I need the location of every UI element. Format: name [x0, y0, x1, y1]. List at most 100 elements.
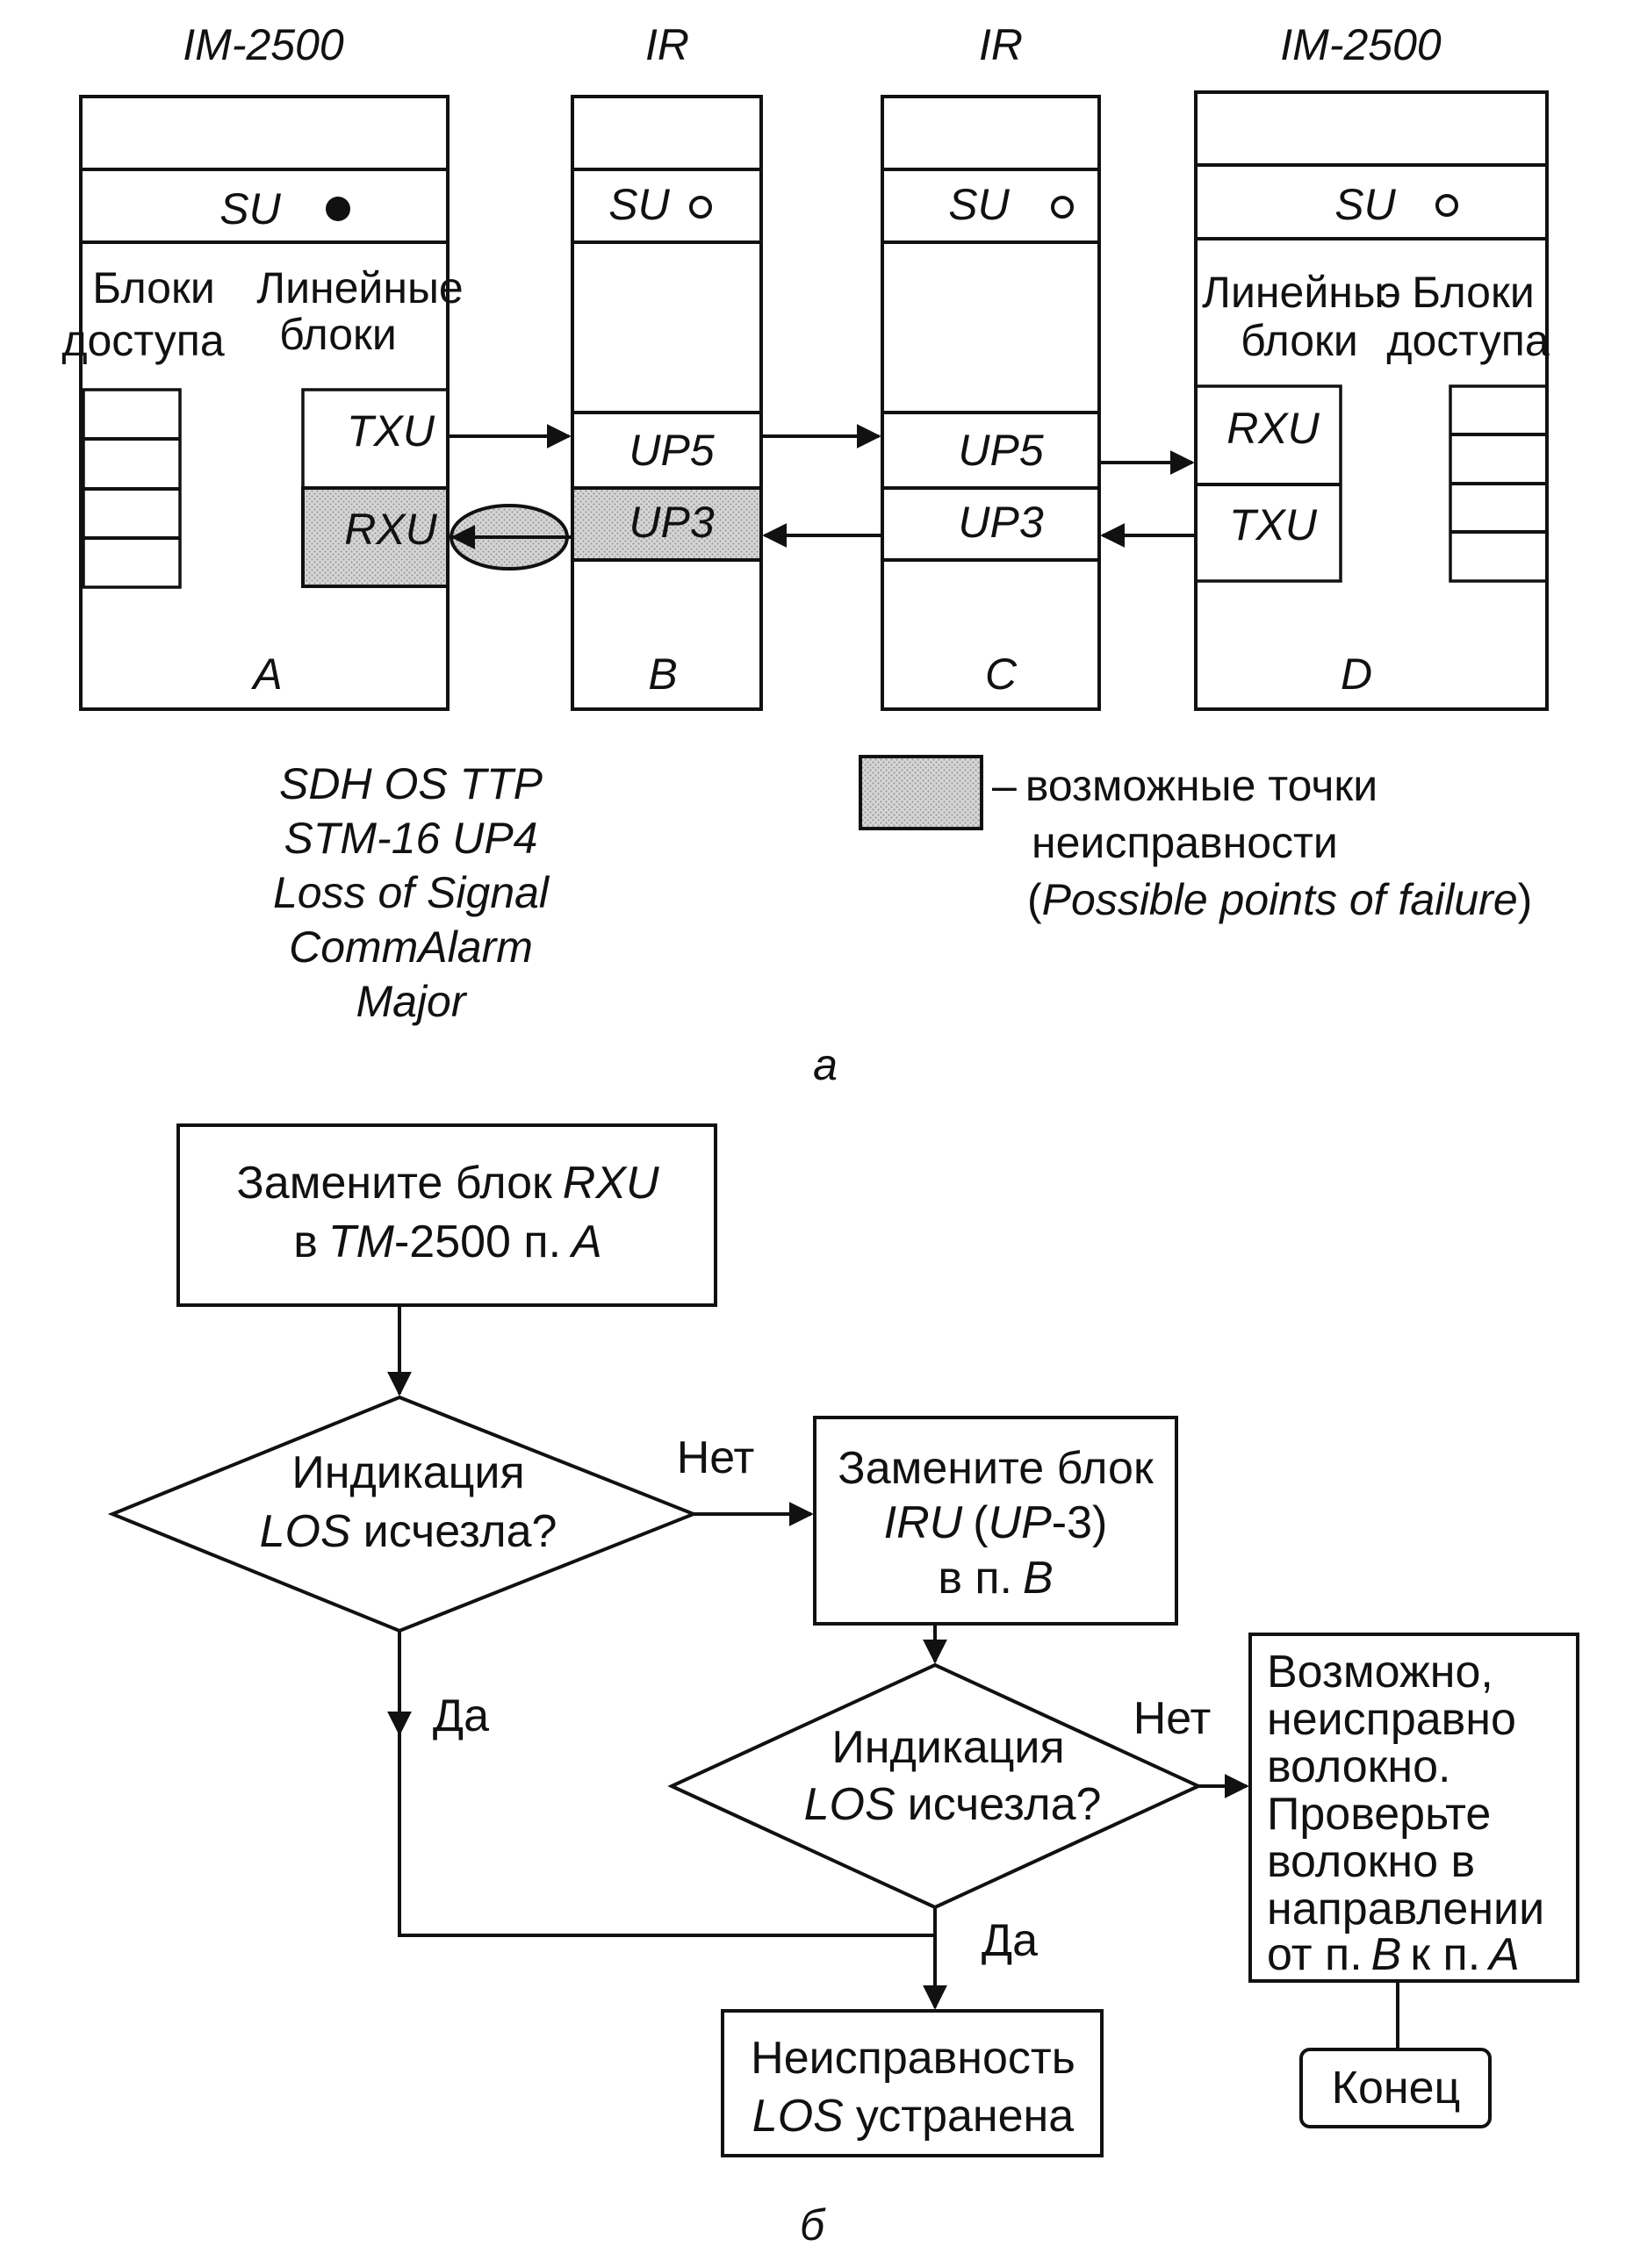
start-line2-pre: в — [293, 1217, 318, 1267]
flow-end-box: Конец — [1299, 2048, 1492, 2128]
start-line1-it: RXU — [563, 1158, 659, 1209]
legend-swatch — [859, 755, 983, 830]
decision2-line2: исчезла? — [908, 1779, 1102, 1830]
iru-line2-it: IRU — [884, 1497, 963, 1548]
fixed-line2: устранена — [856, 2091, 1074, 2142]
label-no1: Нет — [677, 1432, 755, 1483]
decision1-los: LOS — [260, 1506, 351, 1557]
decision2-los: LOS — [804, 1779, 896, 1830]
alarm-line-3: Loss of Signal — [273, 868, 550, 917]
end-label: Конец — [1332, 2063, 1461, 2114]
svg-text:(Possible points of failure): (Possible points of failure) — [1027, 875, 1532, 924]
station-c-su-label: SU — [948, 180, 1010, 229]
su-indicator-empty — [1435, 194, 1458, 217]
station-d-line-label-extra: э — [1378, 268, 1401, 317]
legend-dash: – — [992, 761, 1017, 810]
fiber-line1: Возможно, — [1267, 1647, 1493, 1697]
station-d-line-label-2: блоки — [1241, 316, 1358, 365]
su-indicator-empty — [689, 196, 712, 219]
start-line2-it: TM — [328, 1217, 395, 1267]
caption-a: a — [813, 1040, 838, 1089]
fiber-line7-it2: A — [1486, 1929, 1520, 1980]
iru-line3-it: B — [1023, 1553, 1054, 1604]
legend: –возможные точки неисправности (Possible… — [859, 755, 1532, 924]
alarm-line-5: Major — [356, 977, 467, 1026]
fixed-los: LOS — [752, 2091, 844, 2142]
station-a-su-label: SU — [219, 184, 281, 233]
station-c-type: IR — [979, 20, 1023, 69]
iru-line2-mid: ( — [973, 1497, 989, 1548]
flow-fiber-box: Возможно, неисправно волокно. Проверьте … — [1248, 1633, 1579, 1983]
station-b-type: IR — [645, 20, 689, 69]
fiber-line6: направлении — [1267, 1884, 1544, 1934]
station-d-access-label-1: Блоки — [1412, 268, 1535, 317]
station-b-su-label: SU — [608, 180, 670, 229]
svg-text:в п.B: в п.B — [938, 1553, 1053, 1604]
fiber-line7-pre: от п. — [1267, 1929, 1363, 1980]
station-a-rxu-failure-block — [301, 486, 450, 588]
alarm-line-2: STM-16 UP4 — [284, 814, 538, 863]
label-yes2: Да — [982, 1915, 1038, 1966]
legend-line-2: неисправности — [1032, 818, 1338, 867]
station-b-letter: B — [648, 650, 677, 699]
station-a: SU Блоки доступа Линейные блоки TXU RXU … — [61, 95, 464, 711]
iru-line1: Замените блок — [838, 1443, 1154, 1494]
svg-text:IRU(UP-3): IRU(UP-3) — [884, 1497, 1108, 1548]
legend-paren-open: ( — [1027, 875, 1042, 924]
decision1-line1: Индикация — [291, 1447, 524, 1498]
svg-text:от п.Bк п.A: от п.Bк п.A — [1267, 1929, 1520, 1980]
legend-line-3: Possible points of failure — [1042, 875, 1518, 924]
flow-replace-iru-box: Замените блок IRU(UP-3) в п.B — [813, 1416, 1178, 1626]
iru-line2-end: -3) — [1052, 1497, 1108, 1548]
start-line2-it2: A — [569, 1217, 602, 1267]
alarm-text: SDH OS TTP STM-16 UP4 Loss of Signal Com… — [273, 759, 550, 1026]
station-d-letter: D — [1341, 650, 1372, 699]
fixed-line1: Неисправность — [751, 2033, 1075, 2084]
decision2-line1: Индикация — [831, 1722, 1064, 1773]
line-yes1-merge — [398, 1733, 935, 1937]
station-a-line-label-1: Линейные — [256, 263, 463, 312]
fiber-line4: Проверьте — [1267, 1789, 1491, 1840]
station-d-su-label: SU — [1334, 180, 1396, 229]
station-a-access-label-1: Блоки — [92, 263, 215, 312]
station-d-access-label-2: доступа — [1386, 316, 1550, 365]
legend-paren-close: ) — [1518, 875, 1533, 924]
start-line1: Замените блок — [236, 1158, 552, 1209]
fiber-line7-it: B — [1371, 1929, 1402, 1980]
station-c: SU UP5 UP3 C — [881, 95, 1101, 711]
station-c-up3: UP3 — [958, 498, 1043, 547]
station-a-access-label-2: доступа — [61, 316, 225, 365]
station-d-type: IM-2500 — [1280, 20, 1442, 69]
su-alarm-indicator-filled — [326, 197, 350, 221]
station-d-line-label-1: Линейны — [1202, 268, 1385, 317]
station-d-txu: TXU — [1229, 500, 1318, 549]
alarm-line-1: SDH OS TTP — [279, 759, 543, 808]
station-b-up5: UP5 — [629, 426, 714, 475]
legend-line-1: возможные точки — [1025, 761, 1377, 810]
fiber-line5: волокно в — [1267, 1836, 1475, 1887]
caption-b: б — [800, 2200, 826, 2250]
station-a-letter: A — [250, 650, 282, 699]
station-d-rxu: RXU — [1226, 404, 1320, 453]
station-c-up5: UP5 — [958, 426, 1043, 475]
station-b-up3: UP3 — [629, 498, 714, 547]
fiber-line2: неисправно — [1267, 1694, 1516, 1745]
station-a-line-label-2: блоки — [279, 310, 397, 359]
svg-text:–возможные точки: –возможные точки — [992, 761, 1377, 810]
start-line2-mid: -2500 п. — [394, 1217, 561, 1267]
iru-line3: в п. — [938, 1553, 1012, 1604]
fiber-line3: волокно. — [1267, 1741, 1451, 1792]
label-no2: Нет — [1133, 1693, 1212, 1744]
svg-text:вTM-2500 п.A: вTM-2500 п.A — [293, 1217, 601, 1267]
station-a-type: IM-2500 — [183, 20, 344, 69]
fiber-line7-mid: к п. — [1410, 1929, 1480, 1980]
station-d: SU Линейны э блоки Блоки доступа RXU TXU… — [1194, 90, 1550, 711]
decision1-line2: исчезла? — [363, 1506, 557, 1557]
